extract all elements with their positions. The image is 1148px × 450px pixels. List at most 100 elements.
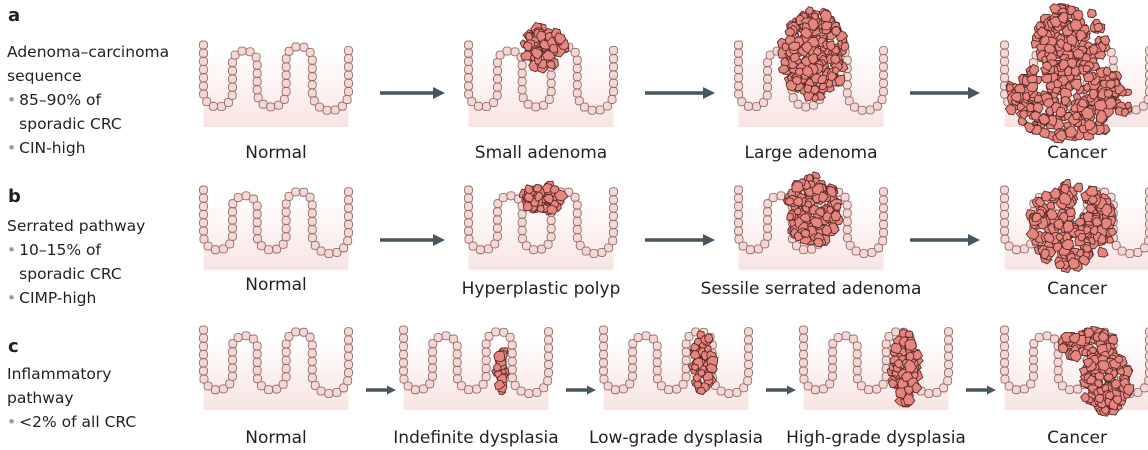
epithelial-cell (1001, 202, 1009, 210)
epithelial-cell (282, 208, 290, 216)
epithelial-cell (626, 380, 634, 388)
epithelial-cell (508, 341, 516, 349)
epithelial-cell (242, 332, 250, 340)
epithelial-cell (582, 247, 590, 255)
epithelial-cell (764, 75, 772, 83)
epithelial-cell (308, 366, 316, 374)
epithelial-cell (629, 348, 637, 356)
epithelial-cell (465, 211, 473, 219)
epithelial-cell (610, 229, 618, 237)
epithelial-cell (503, 47, 511, 55)
epithelial-cell (882, 348, 890, 356)
epithelial-cell (945, 352, 953, 360)
arrow-a-2 (645, 87, 715, 99)
epithelial-cell (253, 350, 261, 358)
epithelial-cell (880, 188, 888, 196)
epithelial-cell (465, 227, 473, 235)
epithelial-cell (629, 356, 637, 364)
crypt-a-2 (465, 23, 618, 128)
epithelial-cell (880, 47, 888, 55)
epithelial-cell (590, 250, 598, 258)
epithelial-cell (610, 63, 618, 71)
epithelial-cell (465, 202, 473, 210)
epithelial-cell (1066, 386, 1074, 394)
epithelial-cell (878, 96, 886, 104)
epithelial-cell (610, 188, 618, 196)
epithelial-cell (345, 369, 353, 377)
epithelial-cell (571, 48, 579, 56)
epithelial-cell (345, 196, 353, 204)
epithelial-cell (610, 204, 618, 212)
epithelial-cell (1054, 358, 1062, 366)
epithelial-cell (828, 372, 836, 380)
epithelial-cell (400, 326, 408, 334)
epithelial-cell (744, 377, 752, 385)
epithelial-cell (482, 340, 490, 348)
epithelial-cell (880, 63, 888, 71)
epithelial-cell (317, 247, 325, 255)
epithelial-cell (547, 233, 555, 241)
epithelial-cell (745, 336, 753, 344)
epithelial-cell (545, 95, 553, 103)
epithelial-cell (1035, 334, 1043, 342)
epithelial-cell (494, 216, 502, 224)
epithelial-cell (308, 341, 316, 349)
epithelial-cell (1001, 66, 1009, 74)
epithelial-cell (525, 390, 533, 398)
epithelial-cell (761, 240, 769, 248)
epithelial-cell (746, 246, 754, 254)
epithelial-cell (400, 351, 408, 359)
epithelial-cell (610, 212, 618, 220)
epithelial-cell (517, 387, 525, 395)
epithelial-cell (1001, 194, 1009, 202)
epithelial-cell (345, 204, 353, 212)
epithelial-cell (581, 103, 589, 111)
epithelial-cell (200, 211, 208, 219)
epithelial-cell (345, 71, 353, 79)
epithelial-cell (573, 81, 581, 89)
epithelial-cell (229, 83, 237, 91)
epithelial-cell (253, 78, 261, 86)
epithelial-cell (573, 89, 581, 97)
epithelial-cell (280, 95, 288, 103)
epithelial-cell (343, 96, 351, 104)
epithelial-cell (482, 348, 490, 356)
epithelial-cell (945, 361, 953, 369)
epithelial-cell (1001, 186, 1009, 194)
epithelial-cell (679, 380, 687, 388)
epithelial-cell (880, 196, 888, 204)
epithelial-cell (1001, 326, 1009, 334)
crypt-c-5 (1001, 326, 1148, 416)
epithelial-cell (465, 41, 473, 49)
epithelial-cell (325, 250, 333, 258)
epithelial-cell (253, 61, 261, 69)
epithelial-cell (600, 351, 608, 359)
epithelial-cell (200, 334, 208, 342)
epithelial-cell (506, 333, 514, 341)
epithelial-cell (211, 246, 219, 254)
epithelial-cell (880, 229, 888, 237)
tumor-cell (1086, 186, 1098, 196)
epithelial-cell (777, 192, 785, 200)
epithelial-cell (282, 71, 290, 79)
epithelial-cell (238, 47, 246, 55)
epithelial-cell (547, 71, 555, 79)
epithelial-cell (892, 328, 900, 336)
epithelial-cell (1030, 348, 1038, 356)
epithelial-cell (880, 221, 888, 229)
epithelial-cell (211, 386, 219, 394)
tumor-cell (805, 201, 812, 207)
epithelial-cell (610, 55, 618, 63)
epithelial-cell (229, 67, 237, 75)
epithelial-cell (200, 351, 208, 359)
epithelial-cell (494, 224, 502, 232)
epithelial-cell (945, 369, 953, 377)
epithelial-cell (493, 232, 501, 240)
epithelial-cell (282, 79, 290, 87)
tumor-cell (1007, 84, 1014, 91)
epithelial-cell (479, 380, 487, 388)
epithelial-cell (944, 377, 952, 385)
epithelial-cell (1001, 57, 1009, 65)
epithelial-cell (764, 59, 772, 67)
epithelial-cell (308, 226, 316, 234)
